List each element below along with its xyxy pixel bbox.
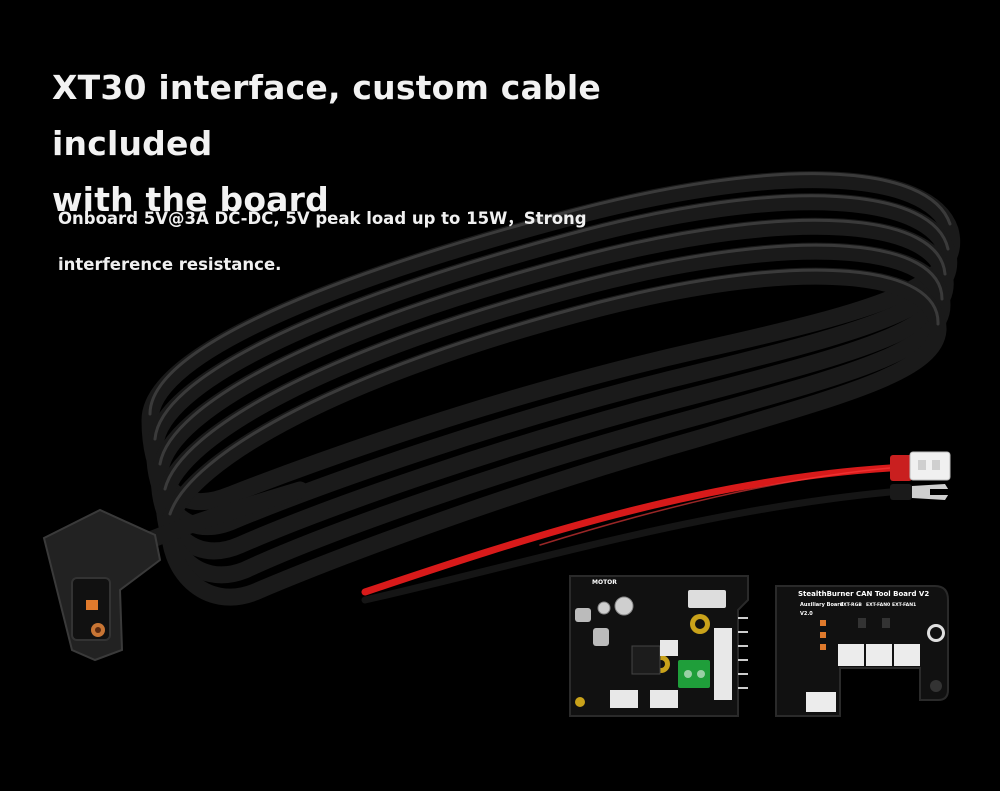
xt30-connector bbox=[42, 508, 162, 662]
feature-description: Onboard 5V@3A DC-DC, 5V peak load up to … bbox=[58, 196, 618, 288]
headline: XT30 interface, custom cable included wi… bbox=[52, 60, 772, 228]
fork-terminal bbox=[890, 484, 950, 500]
headline-line-2: with the board bbox=[52, 180, 329, 219]
headline-line-1: XT30 interface, custom cable included bbox=[52, 68, 601, 163]
jst-connector bbox=[890, 451, 951, 481]
description-line-1: Onboard 5V@3A DC-DC, 5V peak load up to … bbox=[58, 209, 587, 228]
main-board-silk-label: MOTOR bbox=[592, 579, 617, 586]
description-line-2: interference resistance. bbox=[58, 255, 282, 274]
tool-board-subtitle: Auxiliary Board bbox=[800, 602, 844, 608]
tool-board-port-label-2: EXT-FAN1 bbox=[892, 602, 916, 608]
tool-board-version: V2.0 bbox=[800, 611, 813, 617]
tool-board: StealthBurner CAN Tool Board V2 Auxiliar… bbox=[775, 585, 949, 717]
main-board: MOTOR bbox=[569, 575, 749, 717]
tool-board-title: StealthBurner CAN Tool Board V2 bbox=[798, 590, 929, 598]
cable-coil bbox=[141, 171, 961, 606]
wire-leads bbox=[361, 464, 894, 604]
tool-board-port-label-0: EXT-RGB bbox=[840, 602, 862, 608]
tool-board-port-label-1: EXT-FAN0 bbox=[866, 602, 890, 608]
